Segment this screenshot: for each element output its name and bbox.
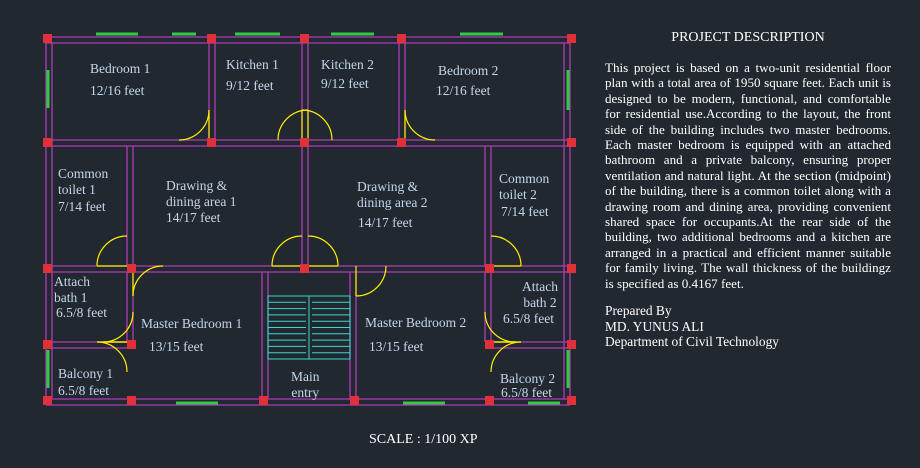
credits: Prepared By MD. YUNUS ALI Department of … bbox=[605, 303, 891, 349]
column bbox=[259, 396, 268, 405]
room-attach-bath-2-size: 6.5/8 feet bbox=[503, 311, 554, 326]
room-drawing-1-size: 14/17 feet bbox=[166, 210, 221, 225]
room-drawing-2-name: Drawing & dining area 2 bbox=[357, 179, 428, 210]
room-bedroom-2-name: Bedroom 2 bbox=[438, 63, 499, 78]
door-swing-arc bbox=[271, 235, 303, 267]
column bbox=[300, 264, 309, 273]
project-description: PROJECT DESCRIPTION This project is base… bbox=[605, 30, 891, 349]
room-kitchen-1-size: 9/12 feet bbox=[226, 78, 274, 93]
column bbox=[567, 264, 576, 273]
door-swing-arc bbox=[277, 109, 309, 141]
room-attach-bath-1-size: 6.5/8 feet bbox=[56, 305, 107, 320]
room-bedroom-1-name: Bedroom 1 bbox=[90, 61, 151, 76]
room-kitchen-2-name: Kitchen 2 bbox=[321, 57, 374, 72]
door-swing-arc bbox=[490, 341, 522, 373]
door-swing-arc bbox=[96, 235, 128, 267]
column bbox=[567, 34, 576, 43]
room-master-bedroom-1-name: Master Bedroom 1 bbox=[141, 316, 243, 331]
prepared-by-label: Prepared By bbox=[605, 303, 672, 319]
room-balcony-2-size: 6.5/8 feet bbox=[501, 385, 552, 400]
description-heading: PROJECT DESCRIPTION bbox=[671, 30, 825, 45]
door-swing-arc bbox=[355, 265, 387, 297]
door-swing-arc bbox=[307, 235, 339, 267]
room-kitchen-1-name: Kitchen 1 bbox=[226, 57, 279, 72]
room-bedroom-2-size: 12/16 feet bbox=[436, 83, 491, 98]
column bbox=[485, 264, 494, 273]
column bbox=[567, 138, 576, 147]
column bbox=[397, 138, 406, 147]
column bbox=[43, 264, 52, 273]
room-attach-bath-1-name: Attach bath 1 bbox=[54, 274, 90, 305]
room-common-toilet-1-name: Common toilet 1 bbox=[58, 166, 109, 197]
column bbox=[567, 340, 576, 349]
author-name: MD. YUNUS ALI bbox=[605, 318, 704, 334]
room-drawing-2-size: 14/17 feet bbox=[358, 215, 413, 230]
column bbox=[485, 340, 494, 349]
column bbox=[127, 264, 136, 273]
door-swing-arc bbox=[301, 109, 333, 141]
column bbox=[300, 138, 309, 147]
column bbox=[207, 34, 216, 43]
department-name: Department of Civil Technology bbox=[605, 333, 779, 349]
door-swing-arc bbox=[178, 109, 210, 141]
column bbox=[207, 138, 216, 147]
column bbox=[127, 340, 136, 349]
main-entry-label: Main entry bbox=[291, 369, 320, 400]
column bbox=[397, 34, 406, 43]
room-drawing-1-name: Drawing & dining area 1 bbox=[166, 178, 237, 209]
room-balcony-2-name: Balcony 2 bbox=[500, 371, 556, 386]
scale-label: SCALE : 1/100 XP bbox=[369, 432, 478, 447]
column bbox=[485, 396, 494, 405]
column bbox=[43, 340, 52, 349]
room-master-bedroom-2-size: 13/15 feet bbox=[369, 339, 424, 354]
column bbox=[350, 396, 359, 405]
room-master-bedroom-1-size: 13/15 feet bbox=[149, 339, 204, 354]
room-bedroom-1-size: 12/16 feet bbox=[90, 83, 145, 98]
description-body: This project is based on a two-unit resi… bbox=[605, 60, 891, 291]
room-balcony-1-name: Balcony 1 bbox=[58, 366, 114, 381]
room-balcony-1-size: 6.5/8 feet bbox=[58, 383, 109, 398]
column bbox=[567, 396, 576, 405]
floor-plan bbox=[43, 32, 576, 406]
column bbox=[43, 396, 52, 405]
door-swing-arc bbox=[96, 341, 128, 373]
door-swing-arc bbox=[132, 265, 164, 297]
door-swing-arc bbox=[404, 109, 436, 141]
door-swing-arc bbox=[490, 235, 522, 267]
room-kitchen-2-size: 9/12 feet bbox=[321, 76, 369, 91]
column bbox=[43, 34, 52, 43]
room-common-toilet-2-name: Common toilet 2 bbox=[499, 171, 550, 202]
column bbox=[127, 396, 136, 405]
room-master-bedroom-2-name: Master Bedroom 2 bbox=[365, 315, 467, 330]
room-common-toilet-1-size: 7/14 feet bbox=[58, 199, 106, 214]
column bbox=[43, 138, 52, 147]
room-common-toilet-2-size: 7/14 feet bbox=[501, 204, 549, 219]
room-attach-bath-2-name: Attach bath 2 bbox=[522, 279, 558, 310]
column bbox=[300, 34, 309, 43]
door-swing-arc bbox=[102, 311, 134, 343]
